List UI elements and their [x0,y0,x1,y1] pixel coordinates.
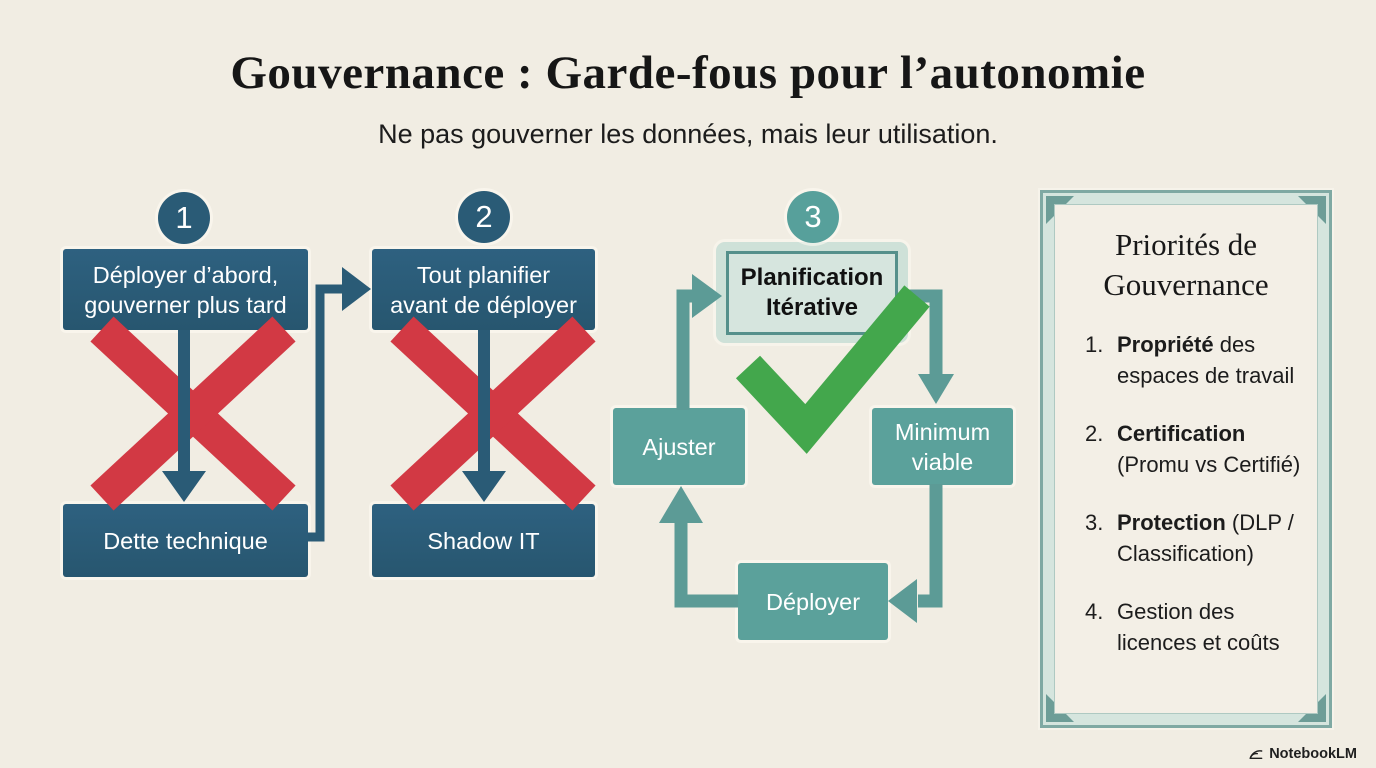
list-item: 2.Certification (Promu vs Certifié) [1085,421,1301,477]
page-subtitle: Ne pas gouverner les données, mais leur … [378,119,998,149]
priorities-panel: Priorités de Gouvernance 1.Propriété des… [1040,190,1332,728]
priorities-list: 1.Propriété des espaces de travail 2.Cer… [1067,329,1305,658]
notebooklm-logo-icon [1249,750,1263,760]
list-item: 1.Propriété des espaces de travail [1085,332,1295,388]
arrow-deploy-to-adjust [674,522,738,608]
step-2-badge: 2 [458,191,510,243]
cycle-adjust-box: Ajuster [613,408,745,485]
cycle-minimum-box: Minimum viable [872,408,1013,485]
down-arrow-1 [162,330,206,502]
page-title: Gouvernance : Garde-fous pour l’autonomi… [230,47,1146,99]
antipattern2-effect-box: Shadow IT [372,504,595,577]
step-3-badge: 3 [787,191,839,243]
list-item: 4.Gestion des licences et coûts [1085,599,1280,655]
notebooklm-brand: NotebookLM [1248,746,1357,762]
arrow-minimum-to-deploy [918,484,943,608]
list-item: 3.Protection (DLP / Classification) [1085,510,1294,566]
down-arrow-2 [462,330,506,502]
cycle-plan-box: Planification Itérative [716,242,908,343]
arrow-adjust-to-plan [676,289,694,410]
step-1-badge: 1 [158,192,210,244]
notebooklm-wordmark: NotebookLM [1269,746,1357,762]
cycle-deploy-box: Déployer [738,563,888,640]
priorities-title: Priorités de Gouvernance [1103,227,1269,302]
red-x-mark-1 [90,316,296,511]
antipattern2-cause-box: Tout planifier avant de déployer [372,249,595,330]
antipattern1-cause-box: Déployer d’abord, gouverner plus tard [63,249,308,330]
priorities-panel-inner: Priorités de Gouvernance 1.Propriété des… [1054,204,1318,714]
red-x-mark-2 [390,316,596,511]
antipattern1-effect-box: Dette technique [63,504,308,577]
arrow-plan-to-minimum [906,289,943,378]
cycle-plan-label: Planification Itérative [726,250,898,335]
connector-step1-to-step2 [308,267,371,542]
